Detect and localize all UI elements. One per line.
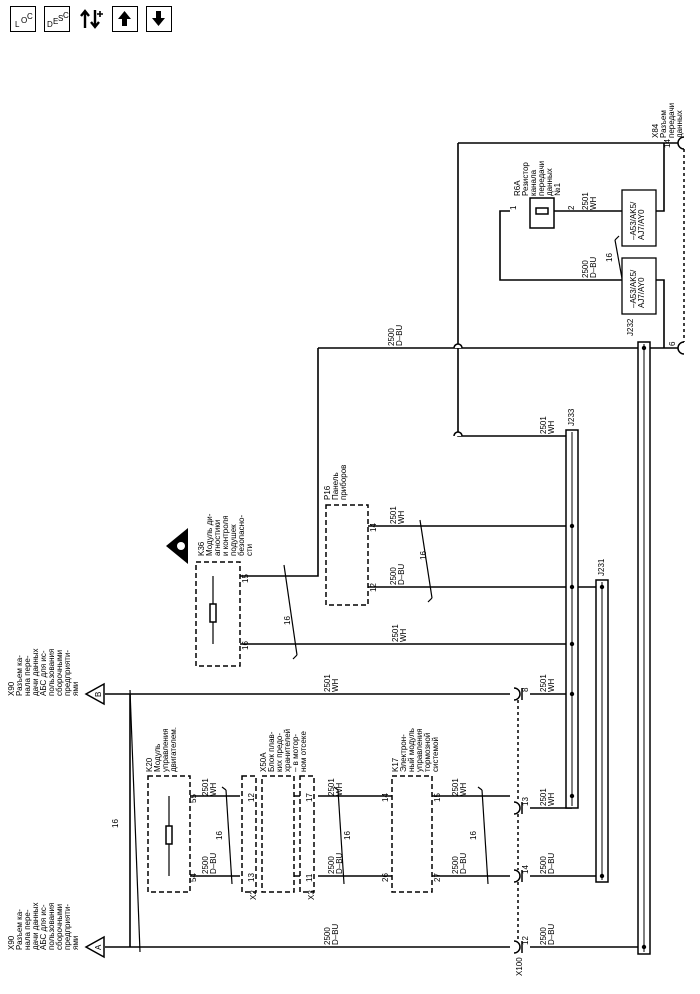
svg-text:A: A	[94, 944, 103, 950]
svg-text:2500D–BU: 2500D–BU	[539, 852, 556, 874]
svg-text:8: 8	[521, 687, 530, 692]
k36-label: K36Модуль ди-агностикии контроляподушекб…	[197, 513, 254, 556]
svg-text:15: 15	[241, 574, 250, 583]
k20-label: K20Модульуправлениядвигателем.	[145, 727, 178, 772]
x2-box	[241, 775, 257, 893]
x84-label: X84Разъемпередачиданных	[651, 103, 684, 138]
svg-text:2500D–BU: 2500D–BU	[581, 256, 598, 278]
loc-icon[interactable]: L O C	[10, 6, 36, 32]
x50a-label: X50AБлок плав-ких предо-хранителей– в мо…	[259, 729, 308, 772]
svg-text:16: 16	[111, 819, 120, 828]
svg-text:2501WH: 2501WH	[389, 506, 406, 524]
svg-text:2500D–BU: 2500D–BU	[451, 852, 468, 874]
svg-text:13: 13	[247, 873, 256, 882]
svg-text:16: 16	[419, 551, 428, 560]
svg-text:16: 16	[241, 641, 250, 650]
svg-text:2501WH: 2501WH	[539, 416, 556, 434]
connector-swap-icon[interactable]	[78, 6, 104, 32]
svg-text:2501WH: 2501WH	[539, 674, 556, 692]
svg-text:J232: J232	[626, 318, 635, 336]
svg-text:1: 1	[509, 205, 518, 210]
p16-label: P16Панельприборов	[323, 465, 348, 500]
svg-text:12: 12	[369, 583, 378, 592]
svg-text:11: 11	[305, 873, 314, 882]
svg-text:2500D–BU: 2500D–BU	[389, 563, 406, 585]
desc-icon[interactable]: D E S C	[44, 6, 70, 32]
svg-text:2500D–BU: 2500D–BU	[201, 852, 218, 874]
toolbar: L O C D E S C	[10, 6, 172, 36]
svg-text:16: 16	[215, 831, 224, 840]
x90-a-label: X90Разъем ка-нала пере-дачи данныхАБС дл…	[7, 902, 80, 950]
k36-box	[195, 561, 241, 667]
svg-text:6: 6	[668, 341, 677, 346]
k36-resistor	[209, 603, 217, 623]
svg-text:16: 16	[469, 831, 478, 840]
k20-resistor	[165, 825, 173, 845]
svg-text:J233: J233	[567, 408, 576, 426]
svg-text:14: 14	[369, 523, 378, 532]
wire-r6a-1	[499, 210, 620, 281]
svg-text:–A53/AK5/AJ7/AY0: –A53/AK5/AJ7/AY0	[629, 269, 646, 308]
k17-box	[391, 775, 433, 893]
wire-lines	[105, 142, 678, 948]
svg-text:13: 13	[521, 797, 530, 806]
svg-text:54: 54	[189, 873, 198, 882]
svg-text:–A53/AK5/AJ7/AY0: –A53/AK5/AJ7/AY0	[629, 201, 646, 240]
svg-text:2500D–BU: 2500D–BU	[327, 852, 344, 874]
svg-text:12: 12	[521, 936, 530, 945]
svg-text:12: 12	[247, 793, 256, 802]
svg-text:17: 17	[305, 793, 314, 802]
x50a-box	[261, 775, 295, 893]
arrow-down-icon[interactable]	[146, 6, 172, 32]
svg-text:X2: X2	[249, 890, 258, 900]
svg-text:2501WH: 2501WH	[327, 778, 344, 796]
svg-text:2501WH: 2501WH	[451, 778, 468, 796]
svg-text:14: 14	[663, 139, 672, 148]
svg-text:27: 27	[433, 873, 442, 882]
p16-box	[325, 504, 369, 606]
x90-b-label: X90Разъем ка-нала пере-дачи данныхАБС дл…	[7, 648, 80, 696]
svg-text:2501WH: 2501WH	[201, 778, 218, 796]
svg-text:2501WH: 2501WH	[323, 674, 340, 692]
r6a-label: R6AРезисторканалапередачиданных№1	[513, 161, 562, 196]
svg-text:14: 14	[521, 865, 530, 874]
svg-text:26: 26	[381, 873, 390, 882]
svg-text:15: 15	[433, 793, 442, 802]
svg-text:2500D–BU: 2500D–BU	[387, 324, 404, 346]
svg-text:2500D–BU: 2500D–BU	[323, 923, 340, 945]
arrow-up-icon[interactable]	[112, 6, 138, 32]
svg-text:16: 16	[605, 253, 614, 262]
svg-text:2501WH: 2501WH	[391, 624, 408, 642]
wire-k36-15	[240, 348, 319, 577]
svg-text:2500D–BU: 2500D–BU	[539, 923, 556, 945]
splice-bars	[565, 341, 651, 955]
x90-b-triangle	[84, 682, 105, 706]
svg-text:B: B	[94, 692, 103, 697]
svg-text:55: 55	[189, 794, 198, 803]
svg-text:X100: X100	[515, 957, 524, 976]
x3-box	[299, 775, 315, 893]
svg-text:16: 16	[343, 831, 352, 840]
airbag-warning-icon	[166, 528, 188, 564]
svg-text:X3: X3	[307, 890, 316, 900]
svg-text:J231: J231	[597, 558, 606, 576]
r6a-resistor	[535, 207, 549, 215]
svg-text:14: 14	[381, 793, 390, 802]
x90-a-triangle	[84, 935, 105, 959]
k17-label: K17Электрон-ный модульуправлениятормозно…	[391, 728, 440, 772]
svg-text:16: 16	[283, 616, 292, 625]
svg-text:2: 2	[567, 205, 576, 210]
svg-text:2501WH: 2501WH	[539, 788, 556, 806]
svg-text:2501WH: 2501WH	[581, 192, 598, 210]
